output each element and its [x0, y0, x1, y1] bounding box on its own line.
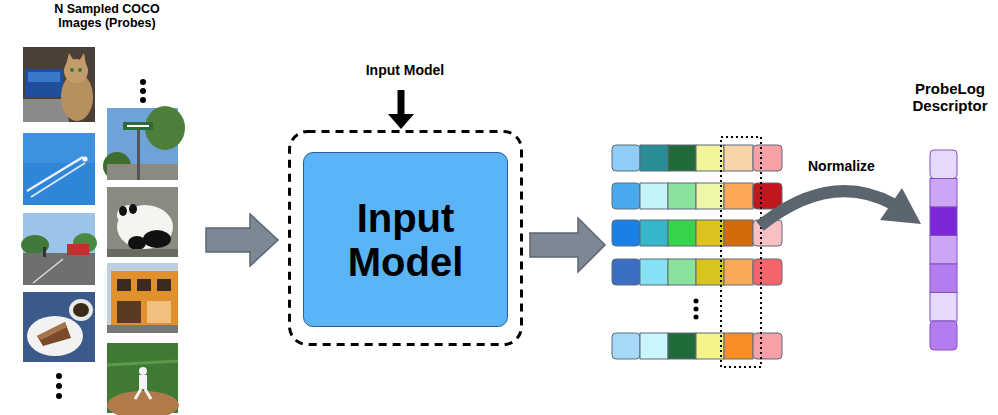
dashed-frame: [290, 132, 522, 345]
process-box: Input Model: [303, 152, 508, 327]
model-frame: Input ModelInput Model: [288, 62, 522, 345]
descriptor-vector: [930, 150, 957, 350]
heading: N Sampled COCO Images (Probes): [12, 2, 202, 31]
probe-image: [103, 106, 185, 180]
normalize-arrowhead: [880, 188, 921, 224]
block-arrow: [530, 218, 605, 272]
input-arrowhead: [388, 114, 414, 129]
heading: Input Model: [288, 62, 522, 78]
probe-image: [107, 343, 179, 415]
output-matrix: [612, 145, 782, 359]
descriptor-group: ProbeLog Descriptor: [905, 80, 995, 352]
image-group: N Sampled COCO Images (Probes): [12, 2, 202, 413]
normalize-arrow: [760, 191, 893, 226]
heading: ProbeLog Descriptor: [905, 80, 995, 115]
box-label: Input Model: [314, 196, 497, 284]
step-label: Normalize: [808, 158, 875, 174]
input-arrow: [398, 90, 405, 116]
probe-image: [21, 213, 97, 285]
block-arrow: [206, 214, 278, 266]
probe-image: [107, 263, 178, 333]
probe-image: [107, 187, 178, 257]
probe-image: [23, 292, 95, 362]
probe-image: [23, 47, 95, 122]
probe-image: [23, 133, 95, 205]
column-highlight: [721, 137, 761, 367]
